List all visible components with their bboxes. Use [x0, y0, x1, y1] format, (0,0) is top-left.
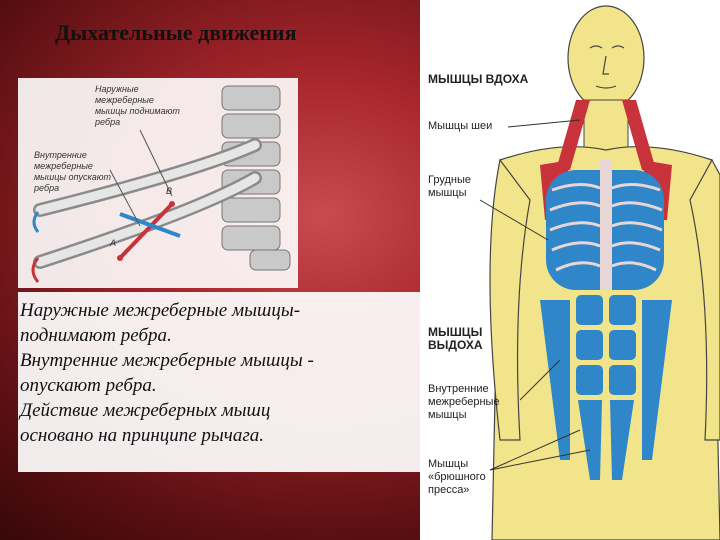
arrow-down-icon [32, 211, 40, 233]
point-b-label: B [166, 186, 173, 196]
rib-label-internal: Внутренние межреберные мышцы опускают ре… [34, 150, 112, 193]
rib-label-external: Наружные межреберные мышцы поднимают реб… [95, 84, 180, 127]
body-line: опускают ребра. [20, 375, 157, 396]
slide-title: Дыхательные движения [55, 20, 297, 45]
abdominal-muscles [540, 295, 672, 480]
internal-intercostal-label: Внутренние межреберные мышцы [428, 383, 500, 421]
body-line: Действие межреберных мышц [20, 400, 271, 421]
chest-muscles-label: Грудные мышцы [428, 174, 471, 199]
body-line: Наружные межреберные мышцы- [20, 300, 301, 321]
rib-cage [546, 160, 664, 290]
abdominal-muscles-label: Мышцы «брюшного пресса» [428, 458, 486, 496]
neck-muscles-label: Мышцы шеи [428, 120, 493, 132]
body-line: основано на принципе рычага. [20, 425, 265, 446]
body-line: Внутренние межреберные мышцы - [20, 350, 314, 371]
body-text: Наружные межреберные мышцы- поднимают ре… [20, 298, 430, 448]
body-line: поднимают ребра. [20, 325, 172, 346]
inhale-header: МЫШЦЫ ВДОХА [428, 72, 529, 86]
point-a-label: A [110, 238, 117, 248]
external-intercostal-line [118, 202, 174, 260]
arrow-up-icon [31, 257, 40, 283]
internal-intercostal-line [119, 212, 181, 238]
text-panel [18, 292, 428, 472]
exhale-header: МЫШЦЫ ВЫДОХА [428, 325, 483, 352]
